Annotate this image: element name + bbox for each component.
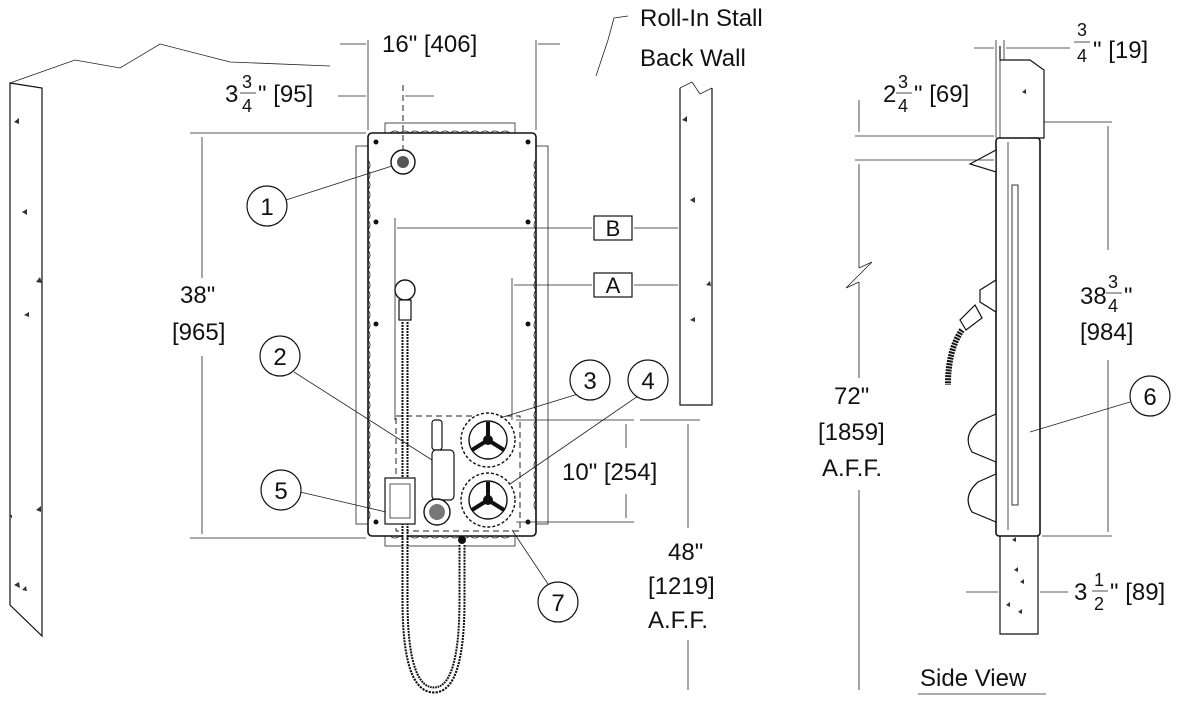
valve-aff-label: A.F.F. — [648, 607, 708, 634]
dimension-a-box — [593, 272, 633, 298]
side-dimensions: 3 4 " [19] 2 3 4 " [69] 72" [1859] A.F.F… — [818, 20, 1171, 695]
svg-text:2: 2 — [273, 344, 286, 371]
shower-panel-front — [355, 122, 549, 694]
side-height-dimension: " — [1124, 283, 1133, 310]
diverter — [431, 419, 443, 451]
side-view-label: Side View — [920, 665, 1027, 692]
right-wall-break — [679, 81, 713, 95]
depth-dimension: " [89] — [1110, 579, 1165, 606]
width-dimension: 16" [406] — [382, 31, 477, 58]
dimension-b-box — [593, 215, 633, 241]
front-callouts: 1 2 3 4 5 7 — [246, 165, 669, 623]
svg-text:A: A — [606, 273, 621, 298]
right-wall — [679, 81, 713, 406]
top-mounting-tab — [384, 122, 516, 134]
height-dimension-mm: [965] — [172, 319, 225, 346]
svg-text:4: 4 — [242, 96, 252, 116]
side-height-mm: [984] — [1080, 319, 1133, 346]
svg-text:7: 7 — [551, 590, 564, 617]
callout-2 — [259, 335, 301, 377]
side-valve-lower — [967, 473, 997, 523]
wall-label-line2: Back Wall — [640, 45, 746, 72]
side-view — [945, 46, 1045, 635]
svg-text:1: 1 — [260, 194, 273, 221]
volume-valve — [460, 472, 516, 528]
svg-text:3: 3 — [1077, 20, 1087, 40]
right-mounting-flange — [535, 145, 549, 525]
callout-4 — [627, 359, 669, 401]
side-wall-upper — [999, 46, 1045, 139]
left-wall-outline — [9, 82, 43, 638]
svg-text:3: 3 — [225, 81, 238, 108]
hand-shower-hook — [394, 279, 416, 301]
svg-text:4: 4 — [1077, 46, 1087, 66]
valve-recess — [395, 415, 521, 532]
break-line-top — [9, 43, 331, 84]
offset-dimension: " [95] — [258, 81, 313, 108]
svg-text:5: 5 — [274, 478, 287, 505]
svg-text:4: 4 — [641, 368, 654, 395]
svg-text:38: 38 — [1080, 283, 1107, 310]
valve-aff-mm: [1219] — [648, 573, 715, 600]
callout-5 — [260, 469, 302, 511]
valve-aff-in: 48" — [668, 539, 703, 566]
svg-text:3: 3 — [898, 72, 908, 92]
callout-3 — [569, 359, 611, 401]
side-offset-dimension: " [69] — [914, 81, 969, 108]
head-aff-label: A.F.F. — [822, 455, 882, 482]
svg-text:3: 3 — [583, 368, 596, 395]
callout-6 — [1129, 375, 1171, 417]
svg-text:1: 1 — [1094, 570, 1104, 590]
svg-text:3: 3 — [242, 72, 252, 92]
svg-text:4: 4 — [1108, 296, 1118, 316]
svg-text:4: 4 — [898, 96, 908, 116]
svg-text:6: 6 — [1143, 384, 1156, 411]
wall-specks — [10, 118, 42, 591]
side-top-dimension: " [19] — [1093, 37, 1148, 64]
front-dimensions: 16" [406] 3 3 4 " [95] Roll-In Stall Bac… — [172, 5, 763, 690]
wall-label-line1: Roll-In Stall — [640, 5, 763, 32]
head-aff-in: 72" — [834, 383, 869, 410]
side-valve-upper — [967, 413, 997, 463]
svg-text:2: 2 — [883, 81, 896, 108]
svg-text:2: 2 — [1094, 594, 1104, 614]
svg-text:3: 3 — [1108, 272, 1118, 292]
left-wall — [9, 43, 331, 638]
temperature-valve — [460, 412, 516, 468]
side-shower-head — [968, 148, 997, 173]
callout-1 — [246, 185, 288, 227]
svg-text:3: 3 — [1074, 579, 1087, 606]
left-mounting-flange — [355, 145, 369, 525]
right-wall-outline — [679, 88, 713, 406]
front-panel — [367, 132, 537, 537]
head-aff-mm: [1859] — [818, 419, 885, 446]
valve-spacing-dimension: 10" [254] — [562, 459, 657, 486]
callout-7 — [537, 581, 579, 623]
svg-text:B: B — [606, 216, 621, 241]
height-dimension-in: 38" — [180, 282, 215, 309]
